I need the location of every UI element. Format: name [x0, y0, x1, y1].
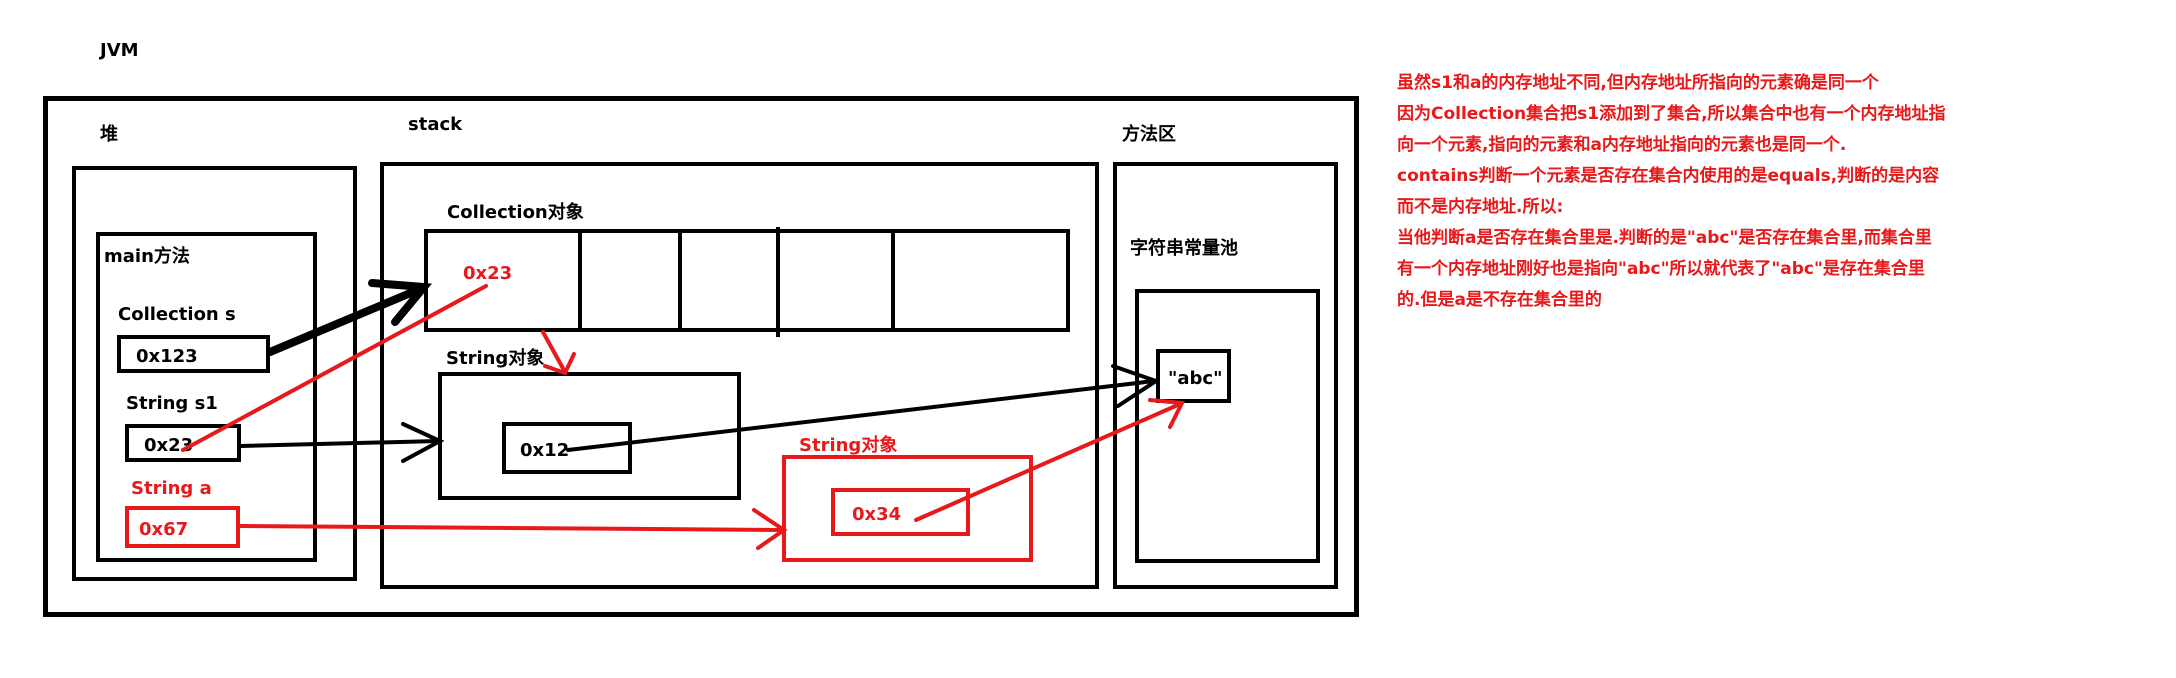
string-object-2-label: String对象	[799, 435, 898, 456]
collection-cell-divider	[891, 229, 895, 332]
heap-box	[72, 166, 357, 581]
note-line: 因为Collection集合把s1添加到了集合,所以集合中也有一个内存地址指	[1397, 104, 1946, 124]
collection-object-box	[424, 229, 1070, 332]
string-object-1-label: String对象	[446, 348, 545, 369]
stack-label: stack	[408, 114, 463, 135]
string-object-2-value-box	[831, 488, 970, 536]
explanation-note: 虽然s1和a的内存地址不同,但内存地址所指向的元素确是同一个 因为Collect…	[1397, 68, 1957, 316]
note-line: 而不是内存地址.所以:	[1397, 197, 1564, 217]
note-line: 向一个元素,指向的元素和a内存地址指向的元素也是同一个.	[1397, 135, 1847, 155]
heap-label: 堆	[100, 124, 118, 145]
collection-object-label: Collection对象	[447, 202, 584, 223]
string-object-1-value-box	[502, 422, 632, 474]
main-method-frame	[96, 232, 317, 562]
collection-element-link	[181, 284, 488, 452]
string-a-label: String a	[131, 478, 212, 499]
string-s1-value: 0x23	[144, 435, 194, 456]
string-object-2-box	[782, 455, 1033, 562]
string-pool-box	[1135, 289, 1320, 563]
collection-var-value: 0x123	[136, 346, 198, 367]
note-line: contains判断一个元素是否存在集合内使用的是equals,判断的是内容	[1397, 166, 1940, 186]
collection-reference-arrow	[266, 279, 433, 356]
method-area-box	[1113, 162, 1338, 589]
a-reference-arrow	[238, 508, 788, 550]
string-object-1-to-abc-arrow	[566, 364, 1161, 452]
note-line: 有一个内存地址刚好也是指向"abc"所以就代表了"abc"是存在集合里	[1397, 259, 1925, 279]
collection-var-label: Collection s	[118, 304, 236, 325]
string-pool-label: 字符串常量池	[1130, 238, 1238, 259]
collection-cell-divider	[678, 229, 682, 332]
collection-cell-divider	[776, 227, 780, 337]
string-object-2-value: 0x34	[852, 504, 902, 525]
collection-element-value: 0x23	[463, 263, 513, 284]
string-s1-box	[125, 424, 241, 462]
jvm-box	[43, 96, 1359, 617]
collection-to-string-object-arrow	[541, 330, 576, 376]
string-object-1-value: 0x12	[520, 440, 570, 461]
stack-box	[380, 162, 1099, 589]
note-line: 虽然s1和a的内存地址不同,但内存地址所指向的元素确是同一个	[1397, 73, 1879, 93]
s1-reference-arrow	[239, 422, 445, 463]
string-object-2-to-abc-arrow	[914, 398, 1186, 522]
collection-cell-divider	[578, 229, 582, 332]
abc-literal-box	[1156, 349, 1231, 403]
string-a-box	[125, 506, 240, 548]
note-line: 的.但是a是不存在集合里的	[1397, 290, 1602, 310]
jvm-label: JVM	[100, 40, 139, 61]
string-object-1-box	[438, 372, 741, 500]
abc-literal-value: "abc"	[1168, 368, 1223, 389]
note-line: 当他判断a是否存在集合里是.判断的是"abc"是否存在集合里,而集合里	[1397, 228, 1932, 248]
string-s1-label: String s1	[126, 393, 218, 414]
string-a-value: 0x67	[139, 519, 189, 540]
method-area-label: 方法区	[1122, 124, 1176, 145]
main-method-label: main方法	[104, 246, 190, 267]
